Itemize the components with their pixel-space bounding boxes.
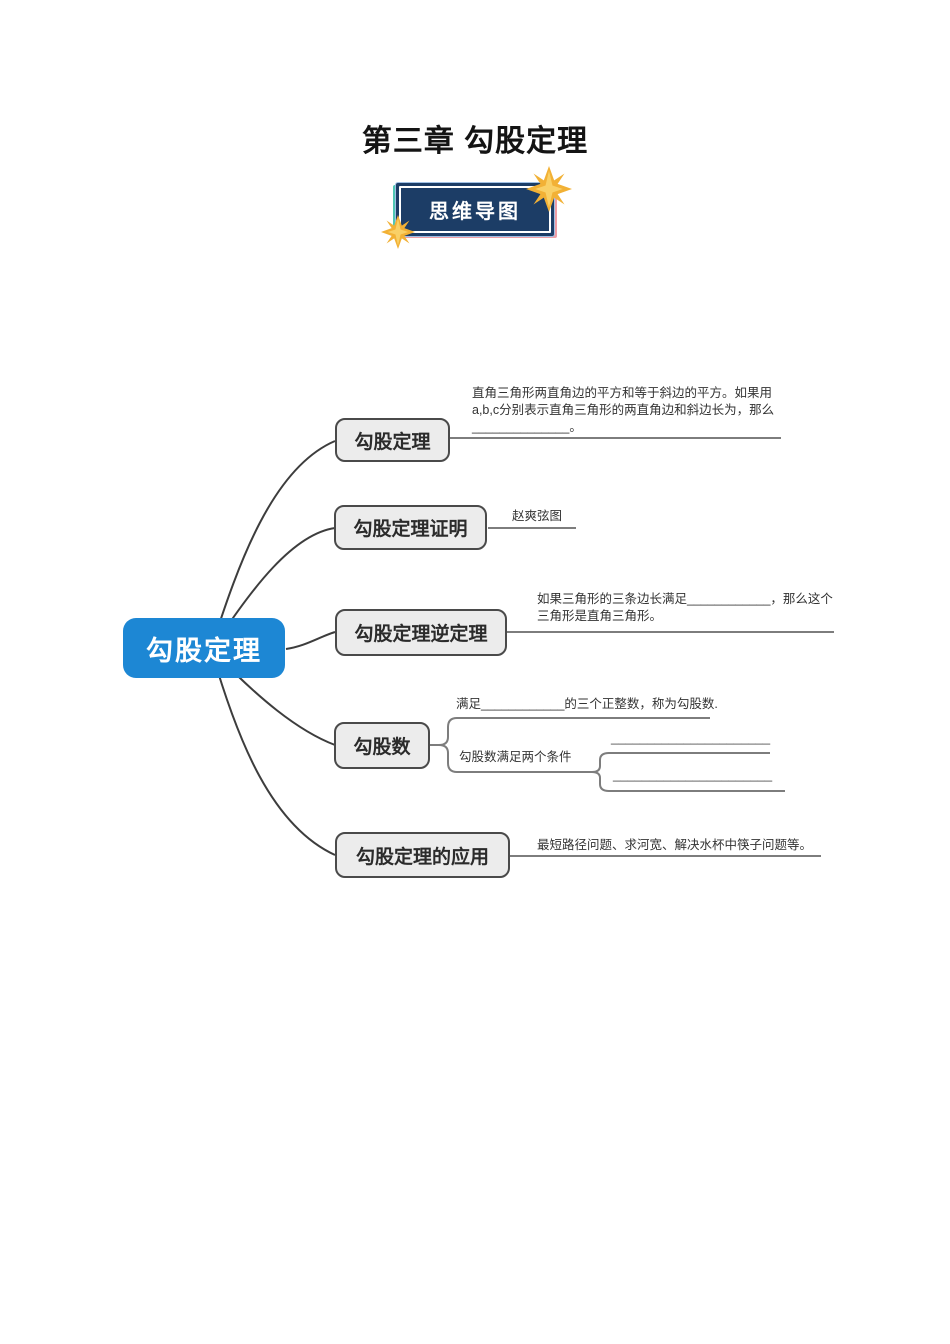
star-icon: [526, 166, 572, 212]
branch-note-proof: 赵爽弦图: [512, 509, 563, 523]
sub-note-triples-definition: 满足____________的三个正整数，称为勾股数.: [456, 697, 718, 711]
banner-label: 思维导图: [429, 201, 521, 223]
branch-note-converse: 如果三角形的三条边长满足____________，那么这个三角形是直角三角形。: [537, 592, 833, 623]
branch-note-applications: 最短路径问题、求河宽、解决水杯中筷子问题等。: [537, 838, 813, 852]
banner-frame: 思维导图: [399, 186, 551, 233]
bracket-connector: [591, 771, 785, 792]
branch-node-pythagorean-triples: 勾股数: [334, 722, 430, 769]
branch-node-applications: 勾股定理的应用: [335, 832, 510, 878]
branch-node-converse: 勾股定理逆定理: [335, 609, 507, 656]
bracket-connector: [438, 744, 592, 773]
mindmap-banner: 思维导图: [381, 166, 572, 249]
branch-note-theorem: 直角三角形两直角边的平方和等于斜边的平方。如果用a,b,c分别表示直角三角形的两…: [472, 386, 775, 434]
connector-curve: [211, 440, 336, 647]
connector-curve: [285, 631, 336, 650]
blank-line: ______________________: [613, 767, 773, 782]
page-title: 第三章 勾股定理: [361, 125, 589, 158]
blank-line: ______________________: [611, 730, 771, 745]
branch-node-proof: 勾股定理证明: [334, 505, 487, 550]
sub-note-triples-conditions: 勾股数满足两个条件: [459, 750, 572, 764]
bracket-connector: [591, 752, 770, 773]
root-node: 勾股定理: [123, 618, 285, 678]
branch-node-theorem: 勾股定理: [335, 418, 450, 462]
star-icon: [381, 215, 415, 249]
connector-curve: [211, 651, 336, 856]
